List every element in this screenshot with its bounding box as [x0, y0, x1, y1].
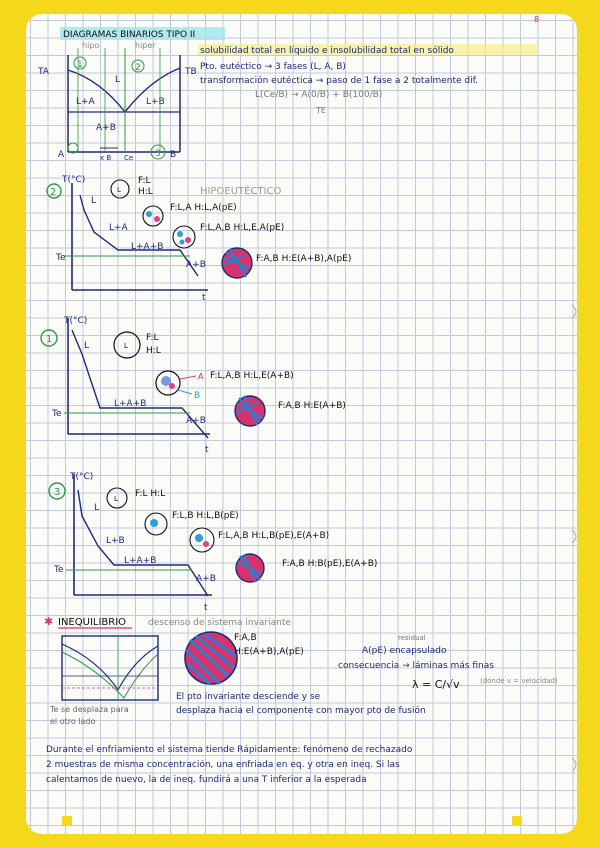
svg-text:L: L	[124, 342, 128, 350]
section3-state-4: F:A,B H:B(pE),E(A+B)	[282, 559, 377, 569]
section3-number: 3	[54, 487, 60, 498]
section3-state-1: F:L H:L	[135, 489, 165, 499]
section1-state-3: F:A,B H:E(A+B)	[278, 401, 346, 411]
section3-te: Te	[53, 565, 64, 575]
svg-text:L: L	[114, 495, 118, 503]
top-l: L	[115, 75, 120, 85]
section2-la: L+A	[109, 223, 129, 233]
section1-number: 1	[46, 334, 52, 345]
top-a: A	[58, 150, 65, 160]
section1-state-1: F:L	[146, 333, 159, 343]
section3-time-axis: t	[204, 603, 208, 613]
section2-state-1b: H:L	[138, 187, 153, 197]
section2-state-1: F:L	[138, 176, 151, 186]
top-n1: 1	[77, 60, 83, 70]
top-b: B	[170, 150, 176, 160]
section2-te: Te	[55, 253, 66, 263]
inequilibrio-heading: INEQUILIBRIO	[58, 617, 126, 628]
section3-state-2: F:L,B H:L,B(pE)	[172, 511, 239, 521]
page-title: DIAGRAMAS BINARIOS TIPO II	[63, 30, 195, 40]
section1-te: Te	[51, 409, 62, 419]
section2-lab: L+A+B	[131, 242, 163, 252]
top-la: L+A	[76, 97, 96, 107]
section1-state-1b: H:L	[146, 346, 161, 356]
section1-lab: L+A+B	[114, 399, 146, 409]
inequilibrio-p2: desplaza hacia el componente con mayor p…	[176, 705, 426, 716]
inequilibrio-vnote: (dónde v = velocidad)	[480, 677, 558, 685]
section-3-cooling-curve: 3 T(°C) t Te L L+B L+A+B A+B L F:L H:L F…	[49, 472, 377, 613]
inequilibrio-p1: El pto invariante desciende y se	[176, 692, 321, 702]
inequilibrio-consecuencia: consecuencia → láminas más finas	[338, 661, 494, 671]
section3-ab: A+B	[196, 574, 216, 584]
top-phase-diagram: hipo hiper TA TB L L+A L+B A+B 1 2 3 A B…	[37, 41, 197, 162]
section3-t-axis: T(°C)	[69, 472, 93, 482]
inequilibrio-lambda: λ = C/√v	[412, 678, 460, 691]
inequilibrio-desc: descenso de sistema invariante	[148, 618, 291, 628]
inequilibrium-section: ✱ INEQUILIBRIO descenso de sistema invar…	[44, 615, 558, 785]
header-te: TE	[315, 106, 326, 115]
section1-arrow-a: A	[198, 372, 204, 381]
section-2-cooling-curve: 2 T(°C) t Te L L+A L+A+B A+B HIPOEUTÉCTI…	[47, 175, 351, 303]
section3-lb: L+B	[106, 536, 125, 546]
micro-2b-icon	[173, 226, 195, 248]
micro-2a-icon	[143, 206, 163, 226]
svg-text:✱: ✱	[44, 615, 53, 628]
section2-state-3: F:L,A,B H:L,E,A(pE)	[200, 223, 284, 233]
top-n2: 2	[135, 63, 141, 73]
section1-state-2: F:L,A,B H:L,E(A+B)	[210, 371, 294, 381]
inequilibrio-bottom-3: calentamos de nuevo, la de ineq. fundirá…	[46, 775, 367, 785]
section3-lab: L+A+B	[124, 556, 156, 566]
section1-t-axis: T(°C)	[63, 316, 87, 326]
inequilibrio-residual: residual	[398, 634, 426, 642]
header-line-1: solubilidad total en líquido e insolubil…	[200, 45, 454, 56]
top-n3: 3	[155, 149, 161, 159]
top-ce: Ce	[124, 154, 133, 162]
section1-ab: A+B	[186, 416, 206, 426]
top-ab: A+B	[96, 123, 116, 133]
inequilibrio-f: F:A,B	[234, 633, 257, 643]
top-hiper: hiper	[135, 41, 156, 50]
svg-text:L: L	[117, 186, 121, 194]
section3-l: L	[94, 503, 99, 513]
header-line-3: transformación eutéctica → paso de 1 fas…	[200, 75, 478, 86]
inequilibrio-left1: Te se desplaza para	[49, 705, 129, 714]
section2-t-axis: T(°C)	[61, 175, 85, 185]
section2-state-4: F:A,B H:E(A+B),A(pE)	[256, 254, 351, 264]
inequilibrio-h: H:E(A+B),A(pE)	[234, 647, 304, 657]
top-lb: L+B	[146, 97, 165, 107]
top-tb: TB	[184, 67, 197, 77]
section1-arrow-b: B	[194, 391, 200, 401]
section1-l: L	[84, 341, 89, 351]
section3-state-3: F:L,A,B H:L,B(pE),E(A+B)	[218, 531, 329, 541]
top-ta: TA	[37, 67, 50, 77]
top-hipo: hipo	[82, 41, 99, 50]
section-1-cooling-curve: 1 T(°C) t Te L L+A+B A+B L F:L H:L A B F…	[41, 316, 346, 455]
top-xb: x B	[100, 154, 111, 162]
header-line-4: L(Ce/B) → A(0/B) + B(100/B)	[255, 90, 382, 100]
section2-l: L	[91, 196, 96, 206]
section2-time-axis: t	[202, 293, 206, 303]
page-corner-number: 8	[534, 15, 539, 24]
inequilibrio-bottom-2: 2 muestras de misma concentración, una e…	[46, 759, 400, 770]
section2-ab: A+B	[186, 260, 206, 270]
section1-time-axis: t	[205, 445, 209, 455]
inequilibrio-bottom-1: Durante el enfriamiento el sistema tiend…	[46, 744, 413, 755]
section2-state-2: F:L,A H:L,A(pE)	[170, 203, 237, 213]
section2-number: 2	[50, 187, 56, 198]
section2-hipo-label: HIPOEUTÉCTICO	[200, 184, 281, 197]
header-line-2: Pto. eutéctico → 3 fases (L, A, B)	[200, 61, 346, 72]
inequilibrio-left2: el otro lado	[50, 717, 95, 726]
inequilibrio-ape: A(pE) encapsulado	[362, 646, 447, 656]
